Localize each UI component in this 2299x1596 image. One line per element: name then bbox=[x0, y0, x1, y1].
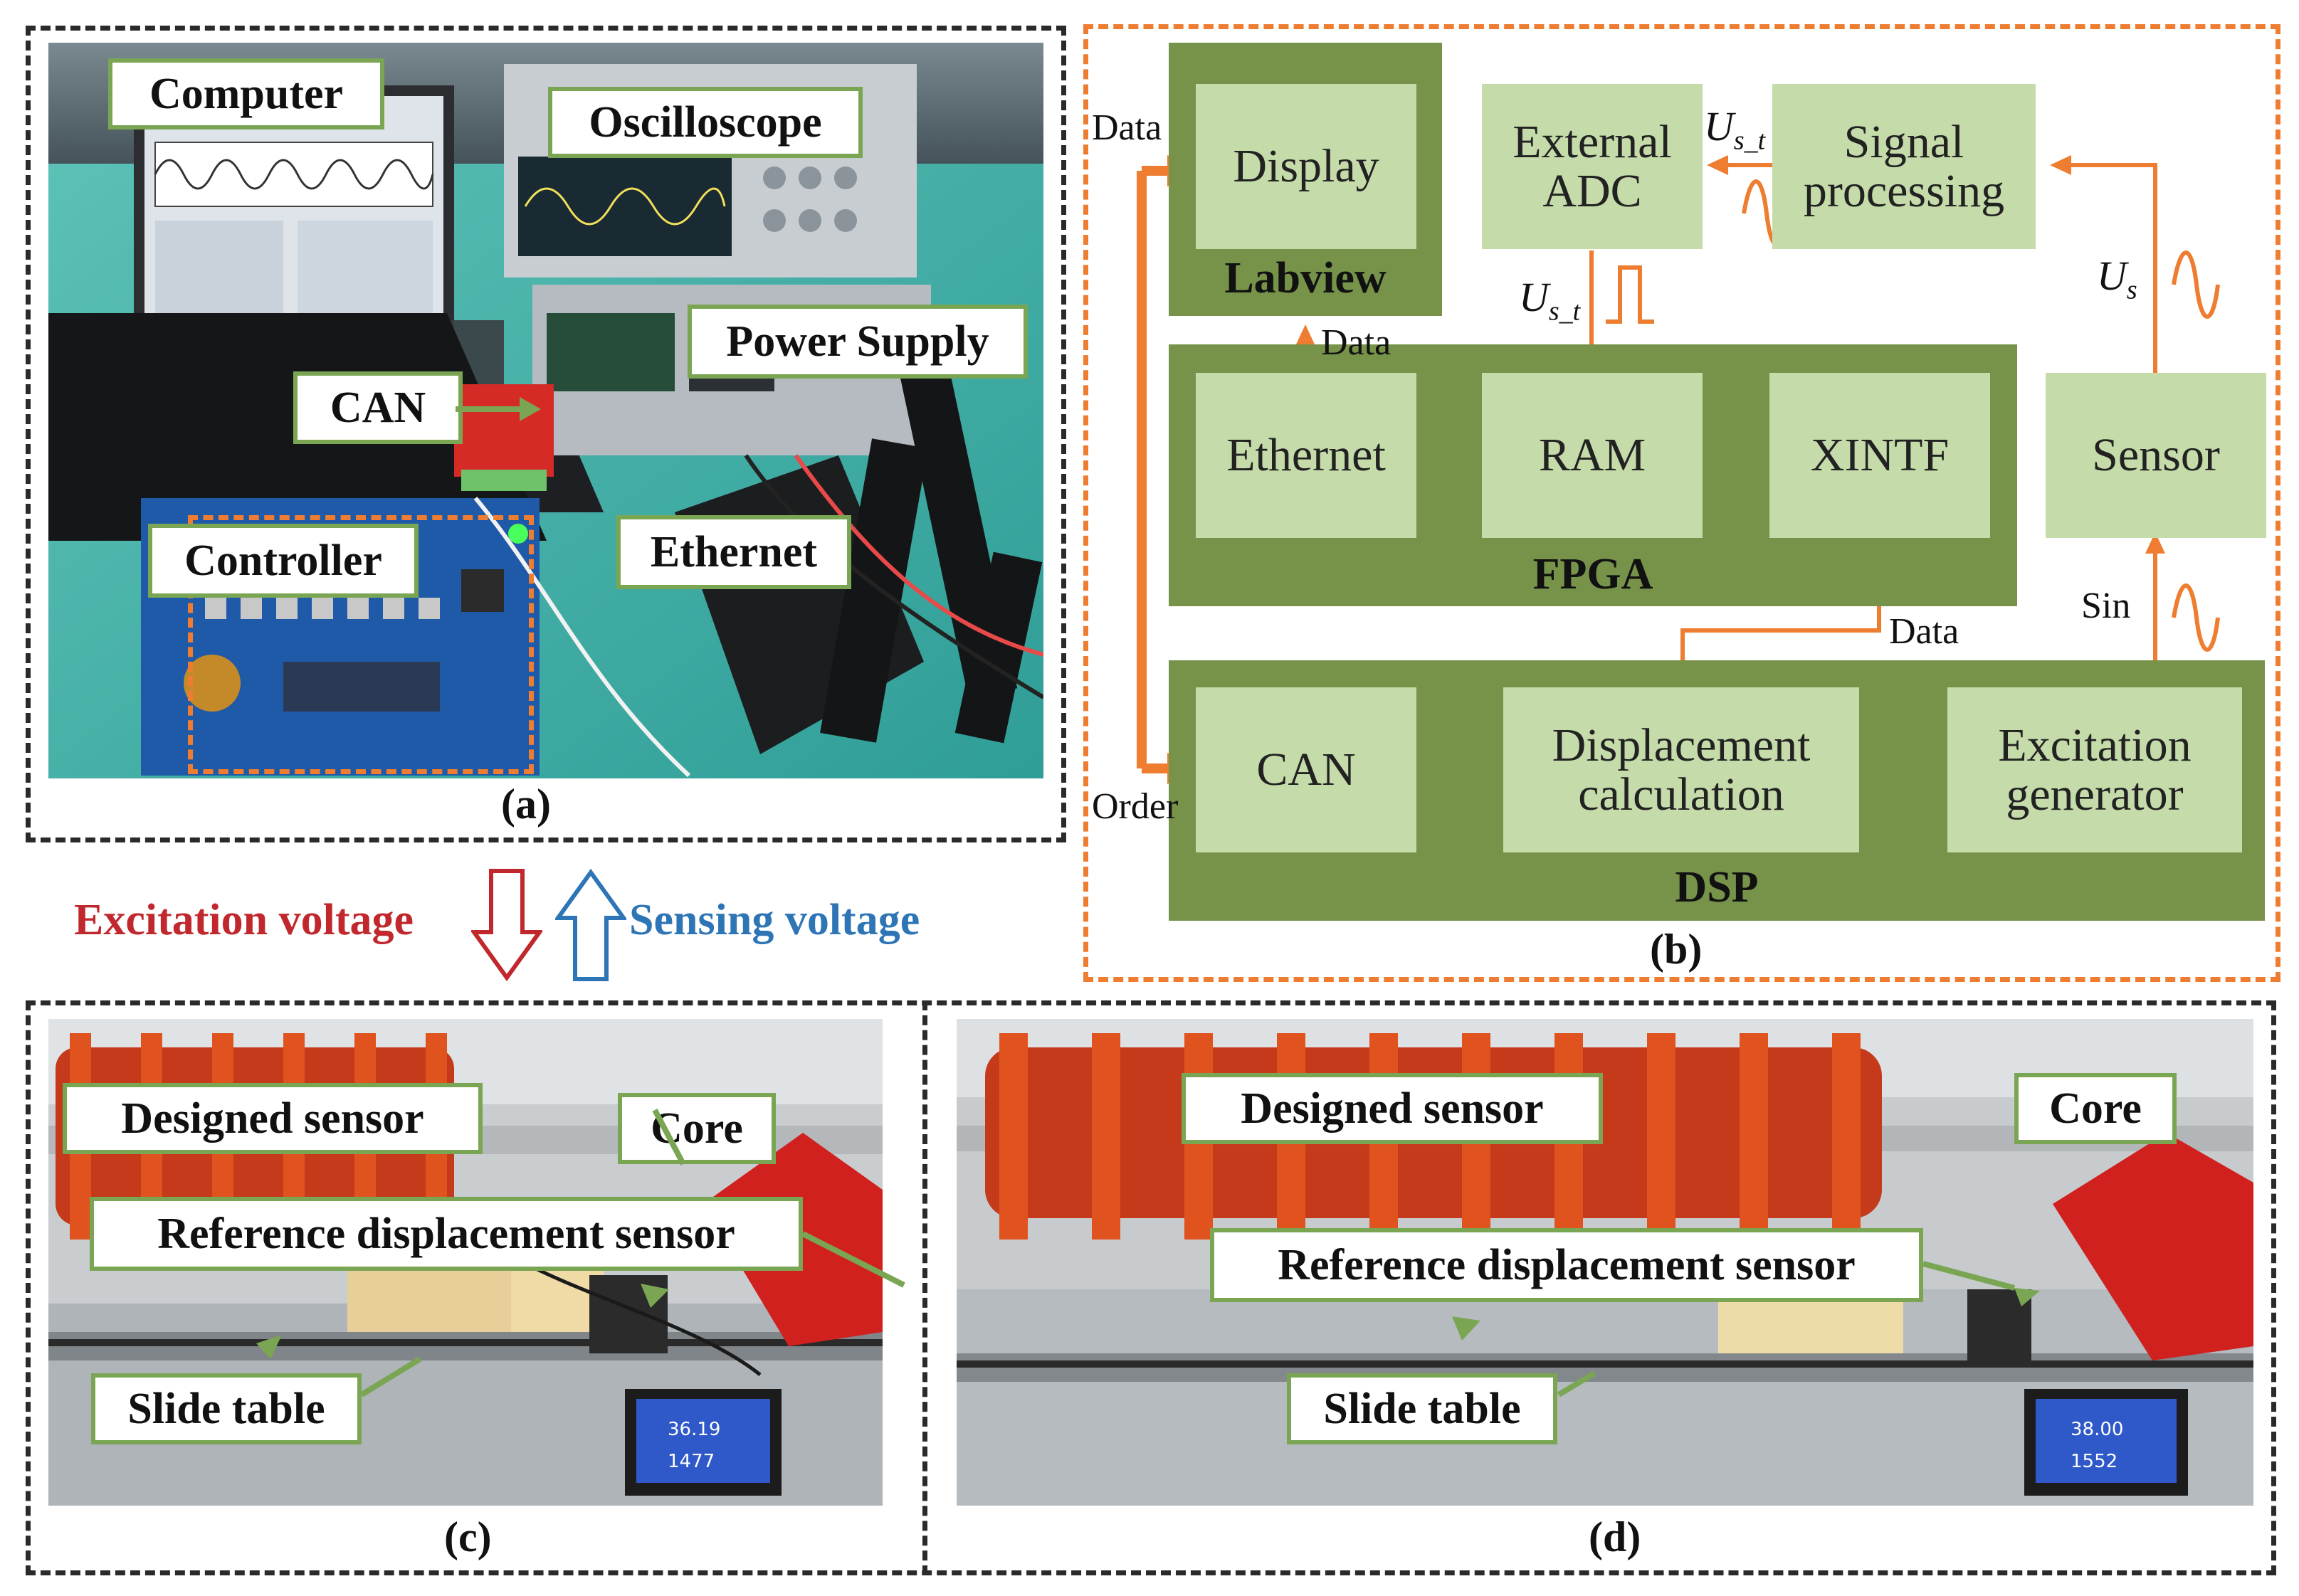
order-label: Order bbox=[1092, 786, 1179, 827]
c-callout-designed-sensor: Designed sensor bbox=[63, 1083, 483, 1154]
bottom-frame bbox=[26, 1000, 2276, 1575]
controller-outline bbox=[188, 515, 534, 774]
ust-top-base: U bbox=[1704, 103, 1734, 149]
fpga-xintf-box: XINTF bbox=[1769, 373, 1990, 538]
d-callout-core: Core bbox=[2014, 1073, 2177, 1144]
panel-d-label: (d) bbox=[1589, 1513, 1641, 1560]
callout-power-supply: Power Supply bbox=[688, 305, 1028, 379]
panel-a-frame bbox=[26, 26, 1066, 842]
d-callout-slide-table: Slide table bbox=[1287, 1373, 1557, 1444]
ust-mid-base: U bbox=[1519, 274, 1549, 320]
ust-mid-sub: s_t bbox=[1548, 296, 1581, 327]
d-callout-reference: Reference displacement sensor bbox=[1210, 1228, 1923, 1302]
callout-oscilloscope: Oscilloscope bbox=[548, 87, 863, 158]
excitation-voltage-label: Excitation voltage bbox=[74, 896, 414, 944]
panel-d-display-value-1: 38.00 bbox=[2071, 1419, 2123, 1440]
us-sub: s bbox=[2126, 275, 2137, 305]
panel-c-display-value-2: 1477 bbox=[668, 1451, 715, 1472]
dsp-title: DSP bbox=[1675, 863, 1759, 911]
data-ethernet-label: Data bbox=[1321, 322, 1392, 363]
d-callout-designed-sensor: Designed sensor bbox=[1182, 1073, 1603, 1144]
ust-top-label: Us_t bbox=[1704, 102, 1765, 157]
callout-can: CAN bbox=[293, 371, 463, 444]
display-box: Display bbox=[1196, 84, 1416, 249]
callout-ethernet: Ethernet bbox=[616, 515, 851, 589]
dsp-can-box: CAN bbox=[1196, 687, 1416, 852]
fpga-ethernet-box: Ethernet bbox=[1196, 373, 1416, 538]
sensor-box: Sensor bbox=[2046, 373, 2266, 538]
data-xintf-label: Data bbox=[1889, 611, 1959, 652]
data-left-label: Data bbox=[1092, 107, 1162, 148]
c-callout-slide-table: Slide table bbox=[91, 1373, 362, 1444]
sin-label: Sin bbox=[2081, 586, 2131, 626]
callout-computer: Computer bbox=[108, 58, 384, 130]
panel-c-label: (c) bbox=[444, 1513, 492, 1560]
can-pointer-arrow bbox=[456, 397, 541, 421]
panel-d-display-value-2: 1552 bbox=[2071, 1451, 2118, 1472]
ust-top-sub: s_t bbox=[1733, 125, 1766, 156]
c-callout-reference: Reference displacement sensor bbox=[90, 1197, 803, 1271]
panel-c-display-value-1: 36.19 bbox=[668, 1419, 720, 1440]
bottom-divider bbox=[922, 1000, 927, 1575]
fpga-title: FPGA bbox=[1532, 550, 1653, 598]
panel-d-photo: 38.00 1552 bbox=[957, 1019, 2253, 1506]
excitation-down-arrow-icon bbox=[471, 869, 542, 982]
us-label: Us bbox=[2097, 252, 2137, 306]
panel-a-photo bbox=[48, 43, 1043, 778]
labview-title: Labview bbox=[1224, 254, 1387, 302]
us-base: U bbox=[2097, 253, 2127, 299]
panel-b-label: (b) bbox=[1650, 926, 1703, 973]
sensing-voltage-label: Sensing voltage bbox=[629, 896, 920, 944]
callout-controller: Controller bbox=[148, 524, 419, 598]
fpga-ram-box: RAM bbox=[1482, 373, 1703, 538]
panel-a-label: (a) bbox=[501, 781, 551, 828]
sensing-up-arrow-icon bbox=[555, 868, 626, 981]
ust-mid-label: Us_t bbox=[1519, 273, 1580, 327]
panel-b-frame bbox=[1083, 24, 2280, 982]
